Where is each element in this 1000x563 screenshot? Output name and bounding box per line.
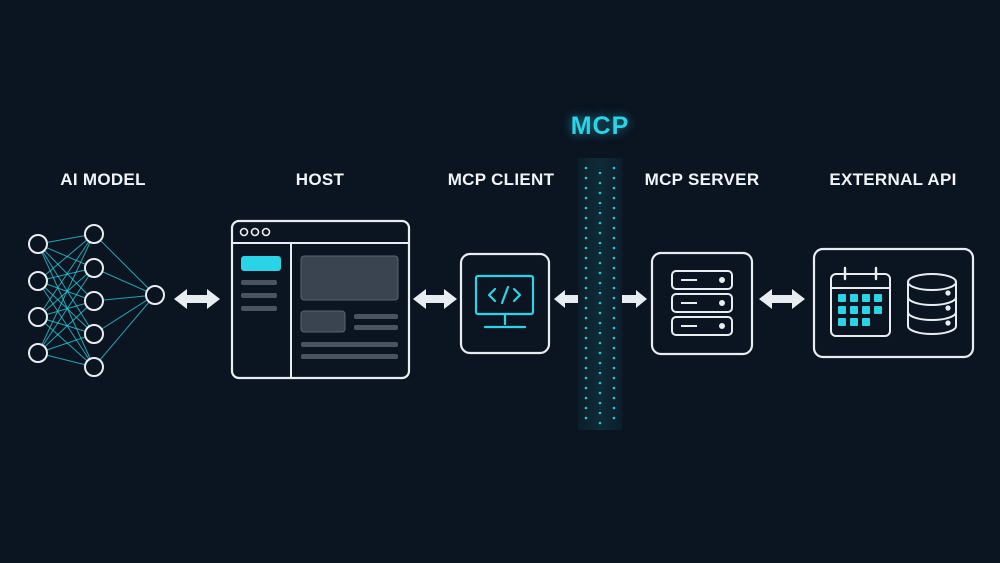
neuron-node: [84, 357, 104, 377]
monitor-code-icon: [474, 274, 535, 329]
label-external-api: EXTERNAL API: [829, 170, 957, 189]
mcp-protocol-bar: [576, 158, 624, 430]
calendar-icon: [830, 266, 891, 337]
label-mcp-client: MCP CLIENT: [447, 170, 555, 189]
browser-window-icon: [230, 219, 411, 380]
server-stack-icon: [671, 270, 733, 336]
neuron-node: [145, 285, 165, 305]
neuron-node: [84, 258, 104, 278]
label-host: HOST: [295, 170, 345, 189]
arrow-right-icon: [622, 290, 647, 308]
bidirectional-arrow-icon: [759, 289, 805, 309]
neuron-node: [84, 224, 104, 244]
neuron-node: [28, 343, 48, 363]
bidirectional-arrow-icon: [174, 289, 220, 309]
neuron-node: [84, 291, 104, 311]
external-api-box: [812, 247, 975, 359]
mcp-client-box: [459, 252, 551, 355]
mcp-server-box: [650, 251, 754, 356]
neural-network-icon: [28, 224, 165, 377]
bidirectional-arrow-icon: [413, 289, 457, 309]
neuron-node: [28, 234, 48, 254]
neuron-node: [28, 271, 48, 291]
neuron-node: [28, 307, 48, 327]
label-ai-model: AI MODEL: [60, 170, 146, 189]
neuron-node: [84, 324, 104, 344]
arrow-left-icon: [554, 290, 578, 308]
label-mcp-server: MCP SERVER: [644, 170, 760, 189]
database-icon: [907, 273, 957, 335]
mcp-title: MCP: [570, 112, 630, 140]
